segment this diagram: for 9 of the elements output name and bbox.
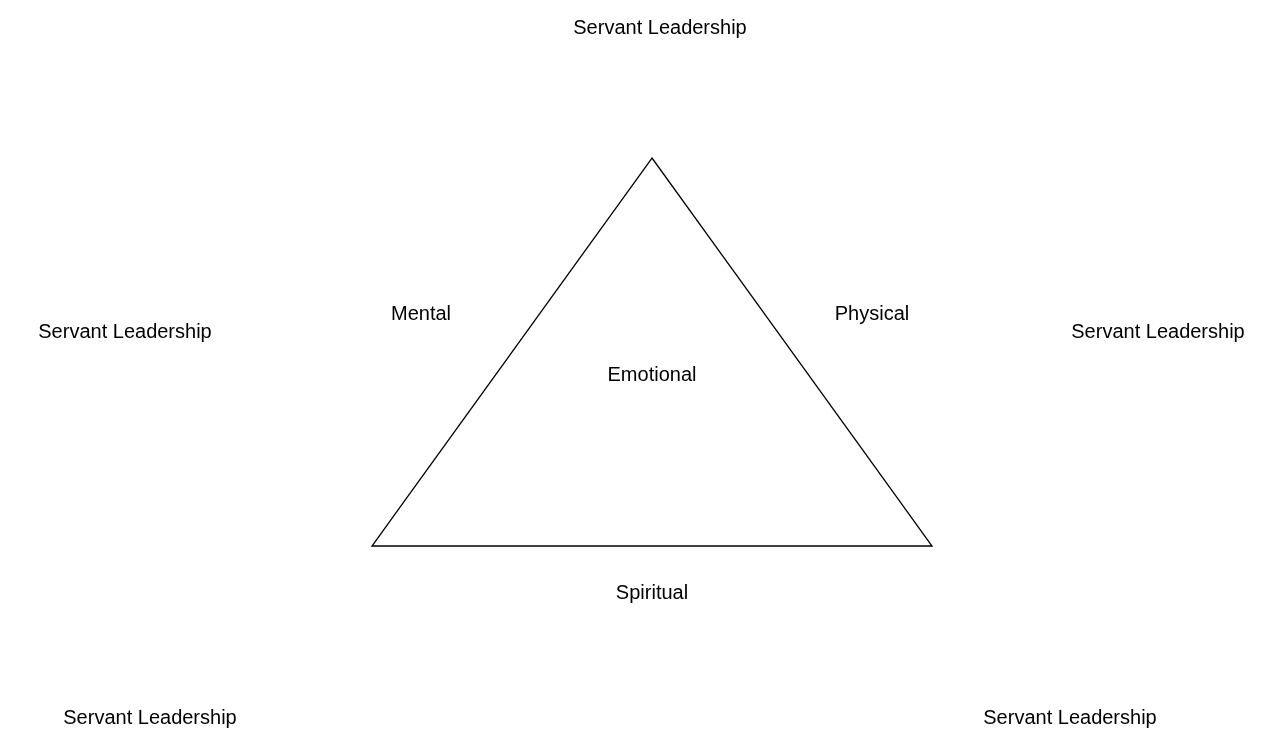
label-text: Servant Leadership [983, 705, 1157, 729]
label-text: Servant Leadership [63, 705, 237, 729]
label-text: Servant Leadership [1071, 319, 1245, 343]
label-text: Mental [391, 301, 451, 325]
node-text: Emotional [607, 362, 697, 386]
label-text: Servant Leadership [38, 319, 212, 343]
label-text: Spiritual [615, 580, 689, 604]
label-text: Servant Leadership [573, 15, 747, 39]
label-text: Physical [834, 301, 910, 325]
